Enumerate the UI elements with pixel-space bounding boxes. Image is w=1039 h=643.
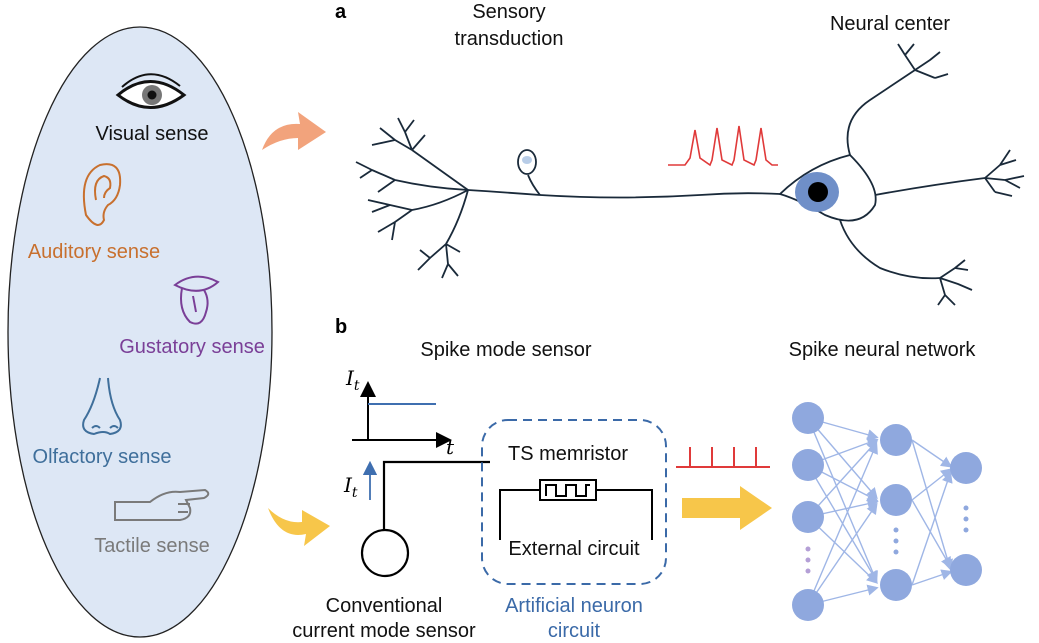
output-node xyxy=(950,554,982,586)
receptor-nucleus xyxy=(522,156,532,164)
conventional-sensor-line2: current mode sensor xyxy=(292,620,476,642)
sensory-label-line2: transduction xyxy=(455,28,564,50)
network-nodes xyxy=(792,402,982,621)
ts-memristor-label: TS memristor xyxy=(508,443,628,465)
sensory-label-line1: Sensory xyxy=(472,1,545,23)
tongue-icon xyxy=(173,275,220,325)
hand-icon xyxy=(114,488,210,521)
output-node xyxy=(950,452,982,484)
input-node xyxy=(792,449,824,481)
senses-ellipse xyxy=(7,26,273,638)
artificial-neuron-line2: circuit xyxy=(548,620,601,642)
orange-curved-arrow xyxy=(262,112,326,150)
memristor-circuit xyxy=(499,479,653,540)
ellipsis-dots xyxy=(893,505,969,555)
network-edges xyxy=(807,417,953,606)
sensor-circuit: It xyxy=(343,460,490,578)
spike-train-a xyxy=(668,125,778,167)
input-node xyxy=(792,589,824,621)
artificial-neuron-line1: Artificial neuron xyxy=(505,595,643,617)
plot-y-label: It xyxy=(345,366,360,394)
panel-a-letter: a xyxy=(335,1,347,23)
tactile-sense-label: Tactile sense xyxy=(94,535,210,557)
eye-icon xyxy=(115,73,187,109)
plot-x-label: t xyxy=(446,435,455,459)
spike-neural-network-label: Spike neural network xyxy=(789,339,977,361)
spike-train-b xyxy=(676,447,770,468)
olfactory-sense-label: Olfactory sense xyxy=(33,446,172,468)
current-label: It xyxy=(343,473,358,501)
conventional-sensor-line1: Conventional xyxy=(326,595,443,617)
hidden-node xyxy=(880,424,912,456)
ellipsis-dots xyxy=(805,546,811,574)
visual-sense-label: Visual sense xyxy=(95,123,208,145)
yellow-straight-arrow xyxy=(682,486,772,530)
central-nucleus xyxy=(808,182,828,202)
current-time-plot: It t xyxy=(345,366,455,459)
current-sensor-circle xyxy=(360,528,410,578)
neural-center-label: Neural center xyxy=(830,13,950,35)
input-node xyxy=(792,402,824,434)
external-circuit-label: External circuit xyxy=(508,538,640,560)
gustatory-sense-label: Gustatory sense xyxy=(119,336,265,358)
yellow-curved-arrow xyxy=(268,508,330,546)
input-node xyxy=(792,501,824,533)
artificial-neuron-box xyxy=(481,419,667,585)
hidden-node xyxy=(880,569,912,601)
panel-b-letter: b xyxy=(335,316,347,338)
sensory-neuron xyxy=(355,117,781,279)
ear-icon xyxy=(82,163,122,226)
auditory-sense-label: Auditory sense xyxy=(28,241,160,263)
spike-mode-sensor-label: Spike mode sensor xyxy=(420,339,592,361)
nose-icon xyxy=(82,377,122,436)
hidden-node xyxy=(880,484,912,516)
